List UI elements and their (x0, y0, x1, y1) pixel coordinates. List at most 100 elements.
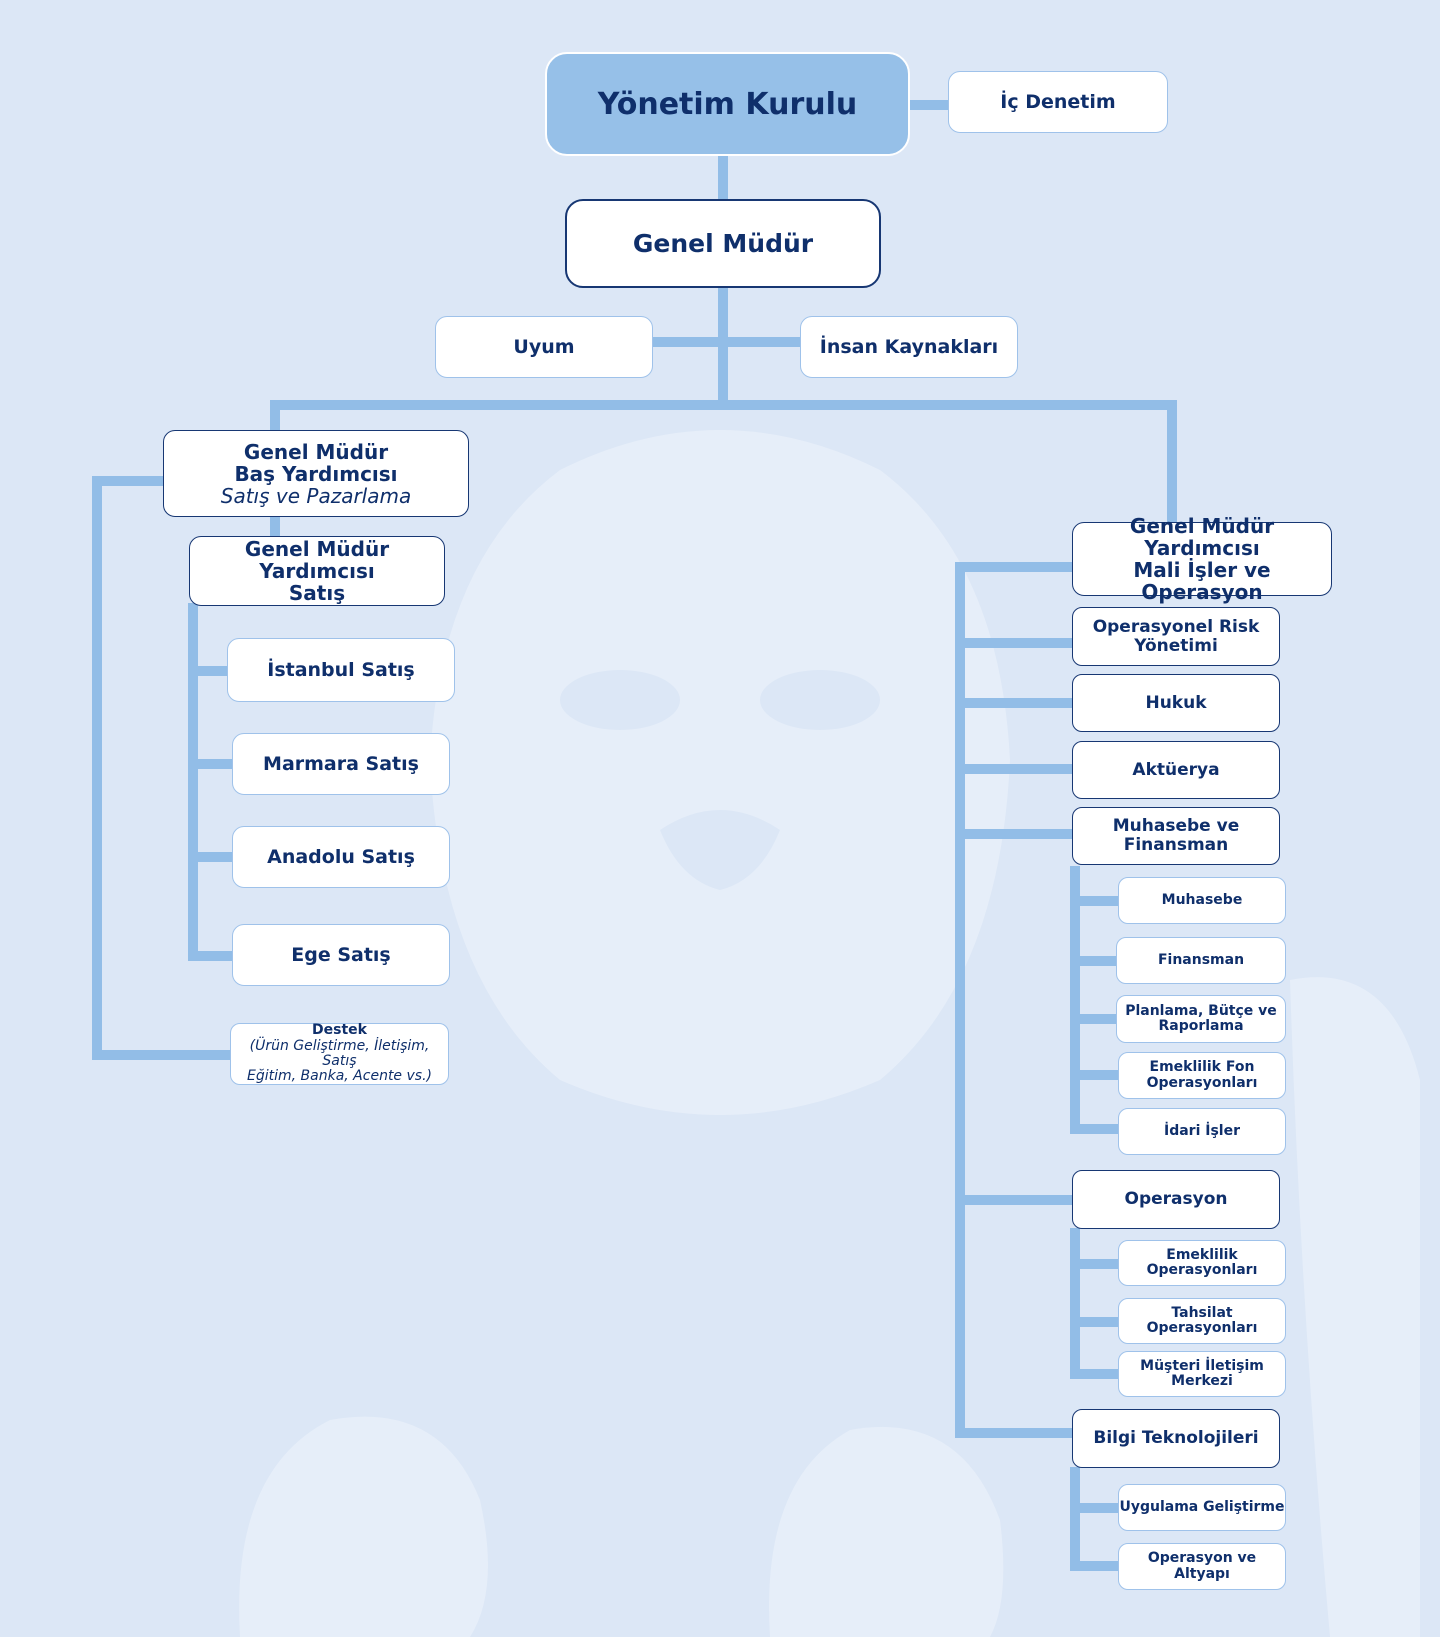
node-op-risk: Operasyonel Risk Yönetimi (1072, 607, 1280, 666)
node-label: Müşteri İletişim Merkezi (1140, 1357, 1264, 1389)
node-label: Operasyon ve Altyapı (1147, 1550, 1257, 1582)
node-label: Yönetimi (1134, 635, 1218, 656)
connector (270, 515, 280, 540)
node-ceo: Genel Müdür (565, 199, 881, 288)
node-support: Destek (Ürün Geliştirme, İletişim, Satış… (230, 1022, 449, 1085)
node-finance-vp: Genel Müdür Yardımcısı Mali İşler ve Ope… (1072, 515, 1332, 603)
node-subtitle: (Ürün Geliştirme, İletişim, Satış (249, 1037, 430, 1069)
node-label: Operasyonları (1146, 1074, 1258, 1091)
node-label: Satış (288, 581, 346, 605)
node-label: İnsan Kaynakları (819, 335, 999, 358)
connector (650, 337, 800, 347)
connector (270, 400, 280, 435)
connector (270, 400, 1177, 410)
connector (955, 829, 1073, 839)
node-label: Genel Müdür (632, 228, 814, 258)
connector (955, 638, 1073, 648)
connector (1070, 1369, 1120, 1379)
node-accounting-unit: Planlama, Bütçe ve Raporlama (1116, 995, 1286, 1043)
connector (1070, 1228, 1080, 1379)
connector (188, 759, 233, 769)
node-operations-unit: Emeklilik Operasyonları (1118, 1240, 1286, 1286)
node-label: Anadolu Satış (267, 845, 415, 868)
node-sales-unit: Marmara Satış (232, 733, 450, 795)
node-it: Bilgi Teknolojileri (1072, 1409, 1280, 1468)
node-sales-unit: Anadolu Satış (232, 826, 450, 888)
connector (1070, 896, 1120, 906)
connector (1070, 1561, 1120, 1571)
node-legal: Hukuk (1072, 674, 1280, 732)
node-operations: Operasyon (1072, 1170, 1280, 1229)
node-label: Uygulama Geliştirme (1119, 1498, 1285, 1515)
node-sales-unit: Ege Satış (232, 924, 450, 986)
node-compliance: Uyum (435, 316, 653, 378)
connector (1070, 1503, 1120, 1513)
node-accounting-unit: Finansman (1116, 937, 1286, 984)
connector (1070, 1014, 1118, 1024)
connector (955, 1428, 1073, 1438)
node-label: Operasyonel Risk (1092, 616, 1260, 637)
node-label: Uyum (513, 335, 575, 358)
connector (1070, 1070, 1120, 1080)
node-label: Aktüerya (1132, 759, 1220, 780)
node-sales-head: Genel Müdür Baş Yardımcısı Satış ve Paza… (163, 430, 469, 517)
connector (92, 476, 164, 486)
connector (92, 1050, 232, 1060)
node-label: Ege Satış (291, 943, 391, 966)
node-accounting-unit: Muhasebe (1118, 877, 1286, 924)
node-subtitle: Satış ve Pazarlama (220, 483, 412, 508)
node-label: Muhasebe ve Finansman (1112, 816, 1240, 855)
node-operations-unit: Müşteri İletişim Merkezi (1118, 1351, 1286, 1397)
connector (188, 852, 233, 862)
node-board: Yönetim Kurulu (545, 52, 910, 156)
node-accounting-unit: Emeklilik Fon Operasyonları (1118, 1052, 1286, 1099)
node-operations-unit: Tahsilat Operasyonları (1118, 1298, 1286, 1344)
node-label: İdari İşler (1164, 1122, 1240, 1139)
connector (188, 603, 198, 961)
node-sales-vp: Genel Müdür Yardımcısı Satış (189, 536, 445, 606)
node-label: Bilgi Teknolojileri (1093, 1428, 1259, 1449)
connector (955, 562, 965, 1438)
node-label: Destek (312, 1022, 367, 1039)
node-it-unit: Uygulama Geliştirme (1118, 1484, 1286, 1531)
connector (1070, 956, 1118, 966)
node-label: Finansman (1157, 951, 1245, 968)
node-label: Genel Müdür (243, 439, 389, 464)
node-label: Tahsilat Operasyonları (1146, 1304, 1258, 1336)
node-label: Operasyon (1124, 1189, 1228, 1210)
connector (955, 1195, 1073, 1205)
node-label: Marmara Satış (263, 752, 419, 775)
connector (1167, 400, 1177, 525)
node-label: Raporlama (1158, 1018, 1244, 1034)
node-label: İç Denetim (1000, 90, 1116, 113)
node-label: Emeklilik Operasyonları (1146, 1246, 1258, 1278)
connector (1070, 1317, 1120, 1327)
node-label: Genel Müdür Yardımcısı (244, 537, 390, 583)
node-subtitle: Eğitim, Banka, Acente vs.) (247, 1068, 432, 1085)
node-label: Yönetim Kurulu (597, 86, 858, 122)
node-actuary: Aktüerya (1072, 741, 1280, 799)
connector (955, 562, 1073, 572)
node-accounting-finance: Muhasebe ve Finansman (1072, 807, 1280, 865)
node-sales-unit: İstanbul Satış (227, 638, 455, 702)
connector (1070, 1259, 1120, 1269)
node-label: Hukuk (1145, 692, 1207, 713)
connector (955, 698, 1073, 708)
connector (955, 764, 1073, 774)
connector (905, 100, 950, 110)
node-label: İstanbul Satış (267, 658, 415, 681)
node-label: Muhasebe (1161, 891, 1243, 908)
node-internal-audit: İç Denetim (948, 71, 1168, 133)
node-label: Mali İşler ve Operasyon (1133, 558, 1271, 604)
node-accounting-unit: İdari İşler (1118, 1108, 1286, 1155)
connector (92, 476, 102, 1060)
node-label: Emeklilik Fon (1149, 1059, 1255, 1076)
node-label: Baş Yardımcısı (234, 461, 398, 486)
connector (1070, 1467, 1080, 1571)
connector (188, 951, 233, 961)
connector (1070, 866, 1080, 1134)
connector (1070, 1124, 1120, 1134)
connector (718, 155, 728, 201)
node-label: Genel Müdür Yardımcısı (1129, 514, 1275, 560)
